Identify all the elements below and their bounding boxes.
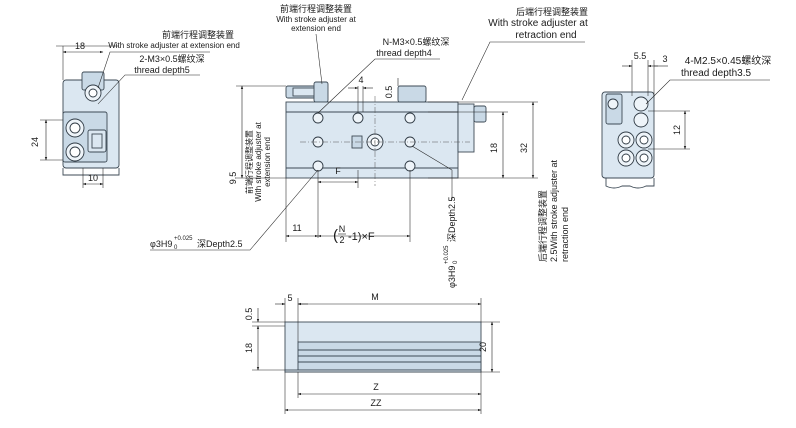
callout-extension-en: With stroke adjuster at extension end	[108, 41, 240, 50]
formula-tail: -1)×F	[348, 231, 375, 243]
left-view-fitting-inner	[91, 133, 103, 149]
pin-hole-vertical: φ3H9 +0.025 0 深Depth2.5	[444, 196, 459, 288]
front-thread-hole-1	[312, 112, 324, 124]
dim-bottom-20: 20	[478, 342, 488, 352]
callout-left-thread-1: 2-M3×0.5螺纹深	[139, 53, 204, 64]
callout-top-en-1: With stroke adjuster at	[276, 15, 356, 24]
callout-right-thread-2: thread depth3.5	[681, 68, 751, 79]
dim-right-3: 3	[662, 54, 667, 64]
front-view: 4 0.5 前端行程调整装置 With stroke adjuster at e…	[150, 3, 588, 288]
dim-front-18: 18	[489, 143, 499, 153]
dim-left-24: 24	[30, 137, 40, 147]
right-view-thread-2	[633, 96, 649, 112]
front-thread-hole-2	[352, 112, 364, 124]
right-view-thread-3	[633, 112, 649, 128]
pin-hole-depth: 深Depth2.5	[197, 239, 243, 249]
dim-front-11: 11	[292, 223, 301, 233]
pin-hole-tol-upper: +0.025	[174, 236, 193, 242]
svg-text:+0.025: +0.025	[444, 245, 450, 264]
callout-extension-cn: 前端行程调整装置	[162, 29, 234, 40]
right-vertical-3: retraction end	[560, 207, 570, 262]
callout-top-en-2: extension end	[291, 24, 341, 33]
dim-front-9-5: 9.5	[228, 172, 238, 185]
dim-front-32: 32	[519, 143, 529, 153]
front-adjuster-rod	[292, 87, 316, 97]
formula-d: 2	[339, 235, 344, 245]
callout-top-cn: 前端行程调整装置	[280, 3, 352, 14]
dim-top-4: 4	[358, 75, 363, 85]
dim-top-0-5: 0.5	[384, 86, 394, 99]
front-pin-hole-2	[404, 160, 416, 172]
callout-retraction-en-2: retraction end	[515, 30, 576, 41]
left-view-adjuster-bore	[88, 88, 98, 98]
svg-text:深Depth2.5: 深Depth2.5	[447, 196, 457, 242]
dim-bottom-18: 18	[244, 343, 254, 353]
dim-bottom-zz: ZZ	[371, 398, 382, 408]
callout-right-thread-1: 4-M2.5×0.45螺纹深	[685, 54, 771, 67]
dim-left-18: 18	[75, 41, 85, 51]
dim-right-12: 12	[672, 125, 682, 135]
callout-nm3-1: N-M3×0.5螺纹深	[383, 36, 450, 47]
dim-left-10: 10	[88, 173, 98, 183]
dim-front-f: F	[335, 166, 341, 176]
pin-hole-label: φ3H9	[150, 239, 172, 249]
dim-bottom-z: Z	[373, 382, 379, 392]
callout-retraction-en-1: With stroke adjuster at	[488, 18, 588, 29]
svg-text:(: (	[333, 227, 338, 244]
formula-n: N	[339, 224, 346, 234]
svg-text:0: 0	[453, 260, 459, 264]
left-end-view: 18 24 10 前端行程调整装置 With stroke adjuster a…	[30, 29, 240, 188]
dim-bottom-m: M	[371, 292, 379, 302]
stroke-formula: ( N 2 -1)×F	[333, 224, 375, 245]
pin-hole-tol-lower: 0	[174, 245, 178, 251]
right-vertical-2: 2.5With stroke adjuster at	[549, 159, 559, 262]
bottom-view: 5 M 0.5 18 20 Z ZZ	[244, 292, 500, 414]
dim-right-5-5: 5.5	[634, 51, 647, 61]
dim-bottom-5: 5	[287, 293, 292, 303]
side-vertical-3: extension end	[263, 137, 272, 187]
front-rear-cap	[457, 103, 475, 153]
svg-text:φ3H9: φ3H9	[447, 266, 457, 288]
front-adjuster-nut	[313, 81, 329, 103]
front-rear-adjuster-base	[397, 85, 427, 103]
callout-retraction-cn: 后端行程调整装置	[516, 6, 588, 17]
front-thread-hole-3	[404, 112, 416, 124]
side-vertical-2: With stroke adjuster at	[254, 121, 263, 201]
front-rear-adjuster	[473, 105, 487, 123]
right-end-view: 5.5 3 4-M2.5×0.45螺纹深 thread depth3.5 12	[601, 51, 771, 189]
right-vertical-1: 后端行程调整装置	[537, 190, 548, 262]
callout-left-thread-2: thread depth5	[134, 65, 190, 75]
right-view-thread-1	[607, 98, 619, 110]
front-pin-hole-1	[312, 160, 324, 172]
side-vertical-1: 前端行程调整装置	[244, 130, 254, 194]
left-view-port-upper-bore	[69, 122, 81, 134]
left-view-port-lower-bore	[69, 146, 81, 158]
left-view-fitting	[87, 129, 107, 153]
dim-bottom-0-5: 0.5	[244, 308, 254, 321]
callout-nm3-2: thread depth4	[376, 48, 432, 58]
